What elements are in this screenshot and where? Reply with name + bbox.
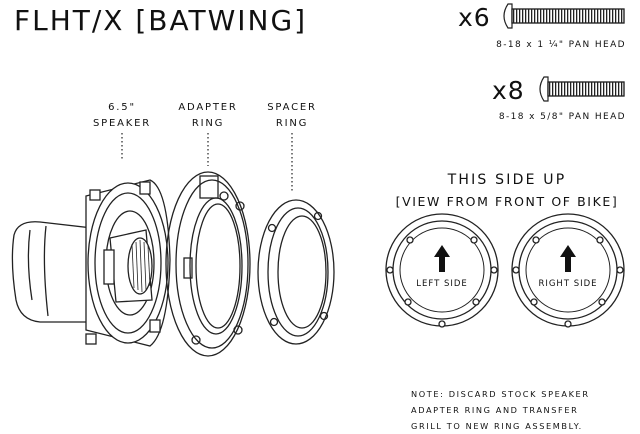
adapter-ring-drawing — [165, 171, 251, 357]
left-side-label: LEFT SIDE — [416, 279, 468, 289]
adapter-ring-label-line1: ADAPTER — [178, 102, 238, 113]
spacer-ring-label-line1: SPACER — [267, 102, 317, 113]
long-screw-icon — [539, 76, 625, 102]
screw-spec-1: 8-18 x 1 ¼" PAN HEAD — [496, 40, 626, 50]
speaker-drawing — [11, 179, 171, 347]
spacer-ring-drawing — [257, 199, 335, 345]
note-line-1: NOTE: DISCARD STOCK SPEAKER — [411, 389, 590, 399]
orientation-heading: THIS SIDE UP — [447, 172, 567, 188]
left-up-arrow-icon — [434, 245, 450, 272]
spacer-ring-label: SPACER RING — [252, 100, 332, 132]
orientation-subheading: [VIEW FROM FRONT OF BIKE] — [395, 194, 619, 209]
spacer-ring-label-line2: RING — [275, 118, 309, 129]
assembly-note: NOTE: DISCARD STOCK SPEAKER ADAPTER RING… — [411, 386, 590, 434]
screw-count-1: x6 — [458, 3, 491, 32]
screw-count-2: x8 — [492, 76, 525, 105]
right-side-label: RIGHT SIDE — [538, 279, 598, 289]
speaker-label: 6.5" SPEAKER — [82, 100, 162, 132]
right-up-arrow-icon — [560, 245, 576, 272]
note-line-2: ADAPTER RING AND TRANSFER — [411, 405, 579, 415]
screw-spec-2: 8-18 x 5/8" PAN HEAD — [498, 112, 626, 122]
speaker-label-line1: 6.5" — [108, 102, 136, 113]
adapter-ring-label-line2: RING — [191, 118, 225, 129]
page-title: FLHT/X [BATWING] — [14, 4, 308, 37]
short-screw-icon — [503, 3, 625, 29]
speaker-label-line2: SPEAKER — [93, 118, 151, 129]
adapter-ring-label: ADAPTER RING — [168, 100, 248, 132]
note-line-3: GRILL TO NEW RING ASSEMBLY. — [411, 421, 583, 431]
